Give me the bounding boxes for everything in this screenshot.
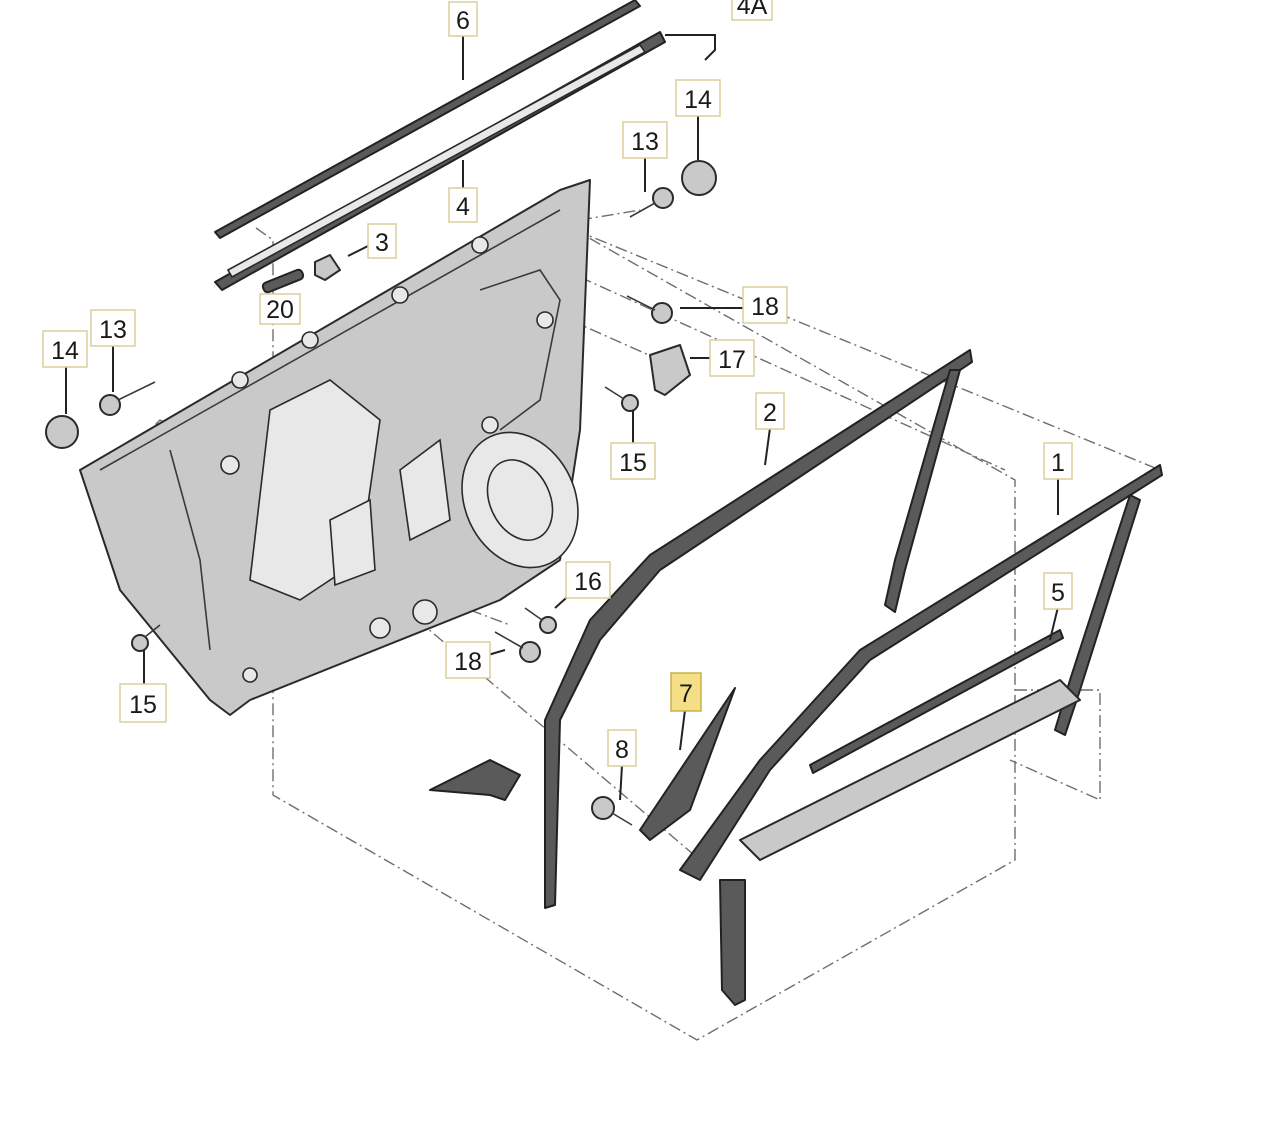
callout-18-bottom: 18 (445, 641, 491, 679)
callout-13-left: 13 (90, 309, 136, 347)
bolt-18-top (626, 295, 673, 324)
callout-8: 8 (607, 729, 637, 767)
window-seal-strips (214, 0, 666, 291)
door-glass-frame (639, 464, 1163, 1006)
bolt-18-bottom (494, 631, 541, 663)
svg-text:13: 13 (99, 316, 127, 344)
screw-15-left (131, 624, 161, 652)
callout-5: 5 (1043, 572, 1073, 610)
svg-text:14: 14 (684, 86, 712, 114)
svg-text:5: 5 (1051, 579, 1065, 607)
screw-13-top (629, 187, 674, 218)
svg-text:2: 2 (763, 399, 777, 427)
callout-16: 16 (565, 561, 611, 599)
svg-text:7: 7 (679, 680, 693, 708)
callout-20: 20 (259, 293, 301, 325)
callout-tags: 6 4A 4 3 20 14 13 13 (42, 0, 1073, 767)
svg-text:14: 14 (51, 337, 79, 365)
svg-text:18: 18 (751, 293, 779, 321)
screw-15-right (604, 386, 639, 412)
callout-15-left: 15 (119, 683, 167, 723)
svg-text:20: 20 (266, 296, 294, 324)
svg-text:13: 13 (631, 128, 659, 156)
svg-text:1: 1 (1051, 449, 1065, 477)
svg-text:15: 15 (619, 449, 647, 477)
callout-2: 2 (755, 392, 785, 430)
callout-1: 1 (1043, 442, 1073, 480)
callout-13-top: 13 (622, 121, 668, 159)
callout-7: 7 (670, 672, 702, 712)
callout-4a: 4A (731, 0, 773, 21)
callout-14-top: 14 (675, 79, 721, 117)
svg-text:15: 15 (129, 691, 157, 719)
svg-text:4A: 4A (737, 0, 768, 20)
callout-6: 6 (448, 1, 478, 37)
svg-text:4: 4 (456, 193, 470, 221)
callout-18-top: 18 (742, 286, 788, 324)
svg-text:3: 3 (375, 229, 389, 257)
screw-13-left (99, 381, 156, 416)
svg-text:6: 6 (456, 7, 470, 35)
callout-17: 17 (709, 339, 755, 377)
bolt-8 (591, 796, 633, 826)
callout-15-right: 15 (610, 442, 656, 480)
svg-text:17: 17 (718, 346, 746, 374)
small-parts (45, 160, 717, 826)
door-inner-panel (79, 179, 591, 716)
callout-14-left: 14 (42, 330, 88, 368)
svg-text:16: 16 (574, 568, 602, 596)
screw-16 (524, 607, 557, 634)
callout-4: 4 (448, 187, 478, 223)
callout-3: 3 (367, 223, 397, 259)
window-frame-seal (429, 349, 973, 909)
svg-text:18: 18 (454, 648, 482, 676)
svg-text:8: 8 (615, 736, 629, 764)
